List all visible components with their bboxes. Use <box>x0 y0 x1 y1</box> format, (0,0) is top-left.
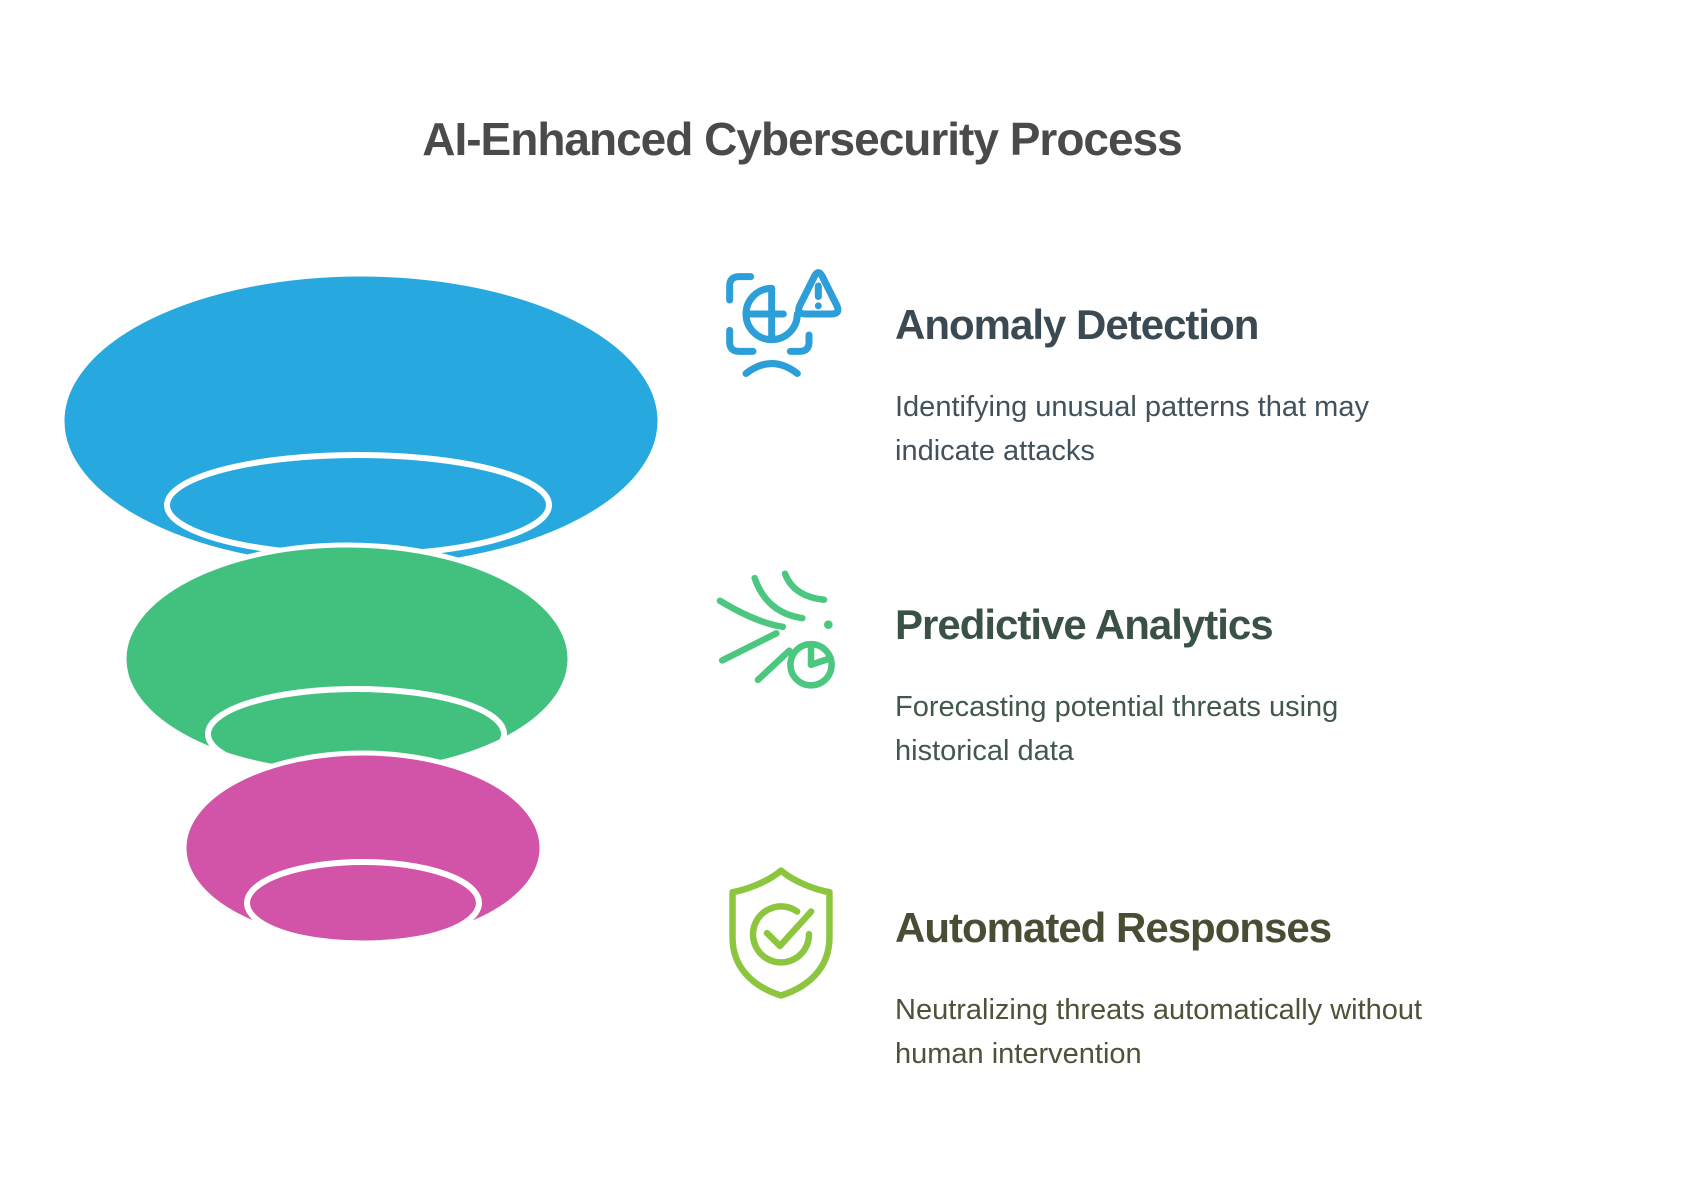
section-heading: Automated Responses <box>895 904 1332 951</box>
section-heading: Predictive Analytics <box>895 601 1274 648</box>
check-mark <box>763 908 815 950</box>
globe-arc <box>742 284 801 344</box>
warning-exclamation-dot <box>814 302 822 310</box>
wind-streams-pie-icon <box>716 570 835 689</box>
step-predictive-analytics: Predictive Analytics Forecasting potenti… <box>895 602 1545 773</box>
funnel-level-3-inner-ring <box>244 859 482 947</box>
bracket-top-left <box>726 273 755 304</box>
description-line: Neutralizing threats automatically witho… <box>895 994 1423 1026</box>
funnel-level-3 <box>181 750 545 946</box>
funnel-level-1 <box>59 271 663 571</box>
pie-slice-line-right <box>807 655 834 668</box>
description-line: historical data <box>895 735 1074 767</box>
section-heading: Anomaly Detection <box>895 301 1259 348</box>
section-description: Neutralizing threats automatically witho… <box>895 988 1545 1076</box>
description-line: Identifying unusual patterns that may <box>895 391 1369 423</box>
page-title: AI-Enhanced Cybersecurity Process <box>422 113 1183 165</box>
stream-line-lower-left <box>718 630 780 664</box>
check-circle-arc <box>749 903 813 966</box>
bracket-bottom-right <box>786 331 813 355</box>
stream-line-top <box>751 574 806 622</box>
anomaly-scan-alert-icon <box>726 269 842 377</box>
shield-check-icon <box>729 867 833 999</box>
step-automated-responses: Automated Responses Neutralizing threats… <box>895 905 1545 1076</box>
stream-line-bottom <box>754 647 793 684</box>
description-line: Forecasting potential threats using <box>895 691 1339 723</box>
section-description: Identifying unusual patterns that may in… <box>895 385 1545 473</box>
section-description: Forecasting potential threats using hist… <box>895 685 1545 773</box>
shield-outline <box>729 867 833 999</box>
warning-triangle <box>795 269 842 318</box>
description-line: human intervention <box>895 1038 1142 1070</box>
stream-line-top-right <box>781 570 828 603</box>
stream-line-upper-left <box>716 597 787 631</box>
step-anomaly-detection: Anomaly Detection Identifying unusual pa… <box>895 302 1545 473</box>
stream-dot <box>824 620 833 629</box>
bracket-bottom-left <box>726 326 757 355</box>
description-line: indicate attacks <box>895 435 1095 467</box>
scan-wave-arc <box>742 360 801 377</box>
